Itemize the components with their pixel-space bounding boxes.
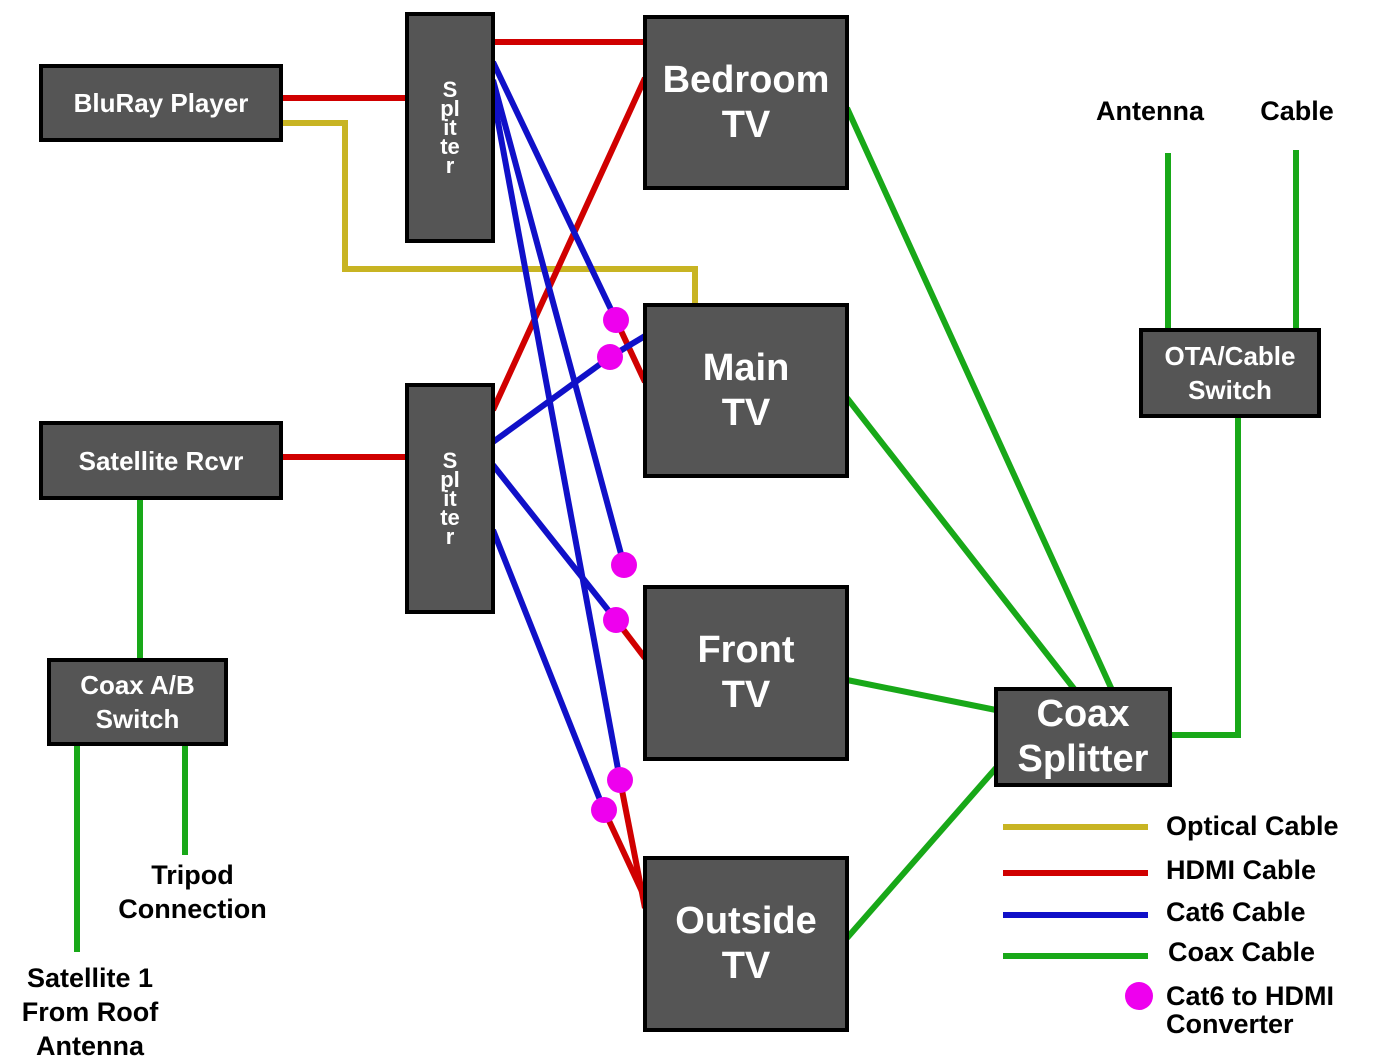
splitter-top-box: Splitter: [405, 12, 495, 243]
converter-icon: [611, 552, 637, 578]
tripod-connection-label: Tripod Connection: [118, 860, 267, 924]
legend-coax-label: Coax Cable: [1168, 937, 1316, 967]
legend-optical-label: Optical Cable: [1166, 811, 1339, 841]
converter-icon: [607, 767, 633, 793]
converter-icon: [603, 607, 629, 633]
coax-splitter-box: Coax Splitter: [994, 687, 1172, 787]
splitter-bottom-label: Splitter: [440, 448, 460, 549]
coax-cables: [74, 106, 1299, 952]
legend-hdmi-label: HDMI Cable: [1166, 855, 1317, 885]
bluray-player-box: BluRay Player: [39, 64, 283, 142]
cable-label: Cable: [1260, 96, 1334, 126]
legend-converter-label: Cat6 to HDMI Converter: [1166, 981, 1334, 1039]
splitter-bottom-box: Splitter: [405, 383, 495, 614]
splitter-top-label: Splitter: [440, 77, 460, 178]
antenna-label: Antenna: [1096, 96, 1204, 126]
ota-cable-switch-box: OTA/Cable Switch: [1139, 328, 1321, 418]
bedroom-tv-box: Bedroom TV: [643, 15, 849, 190]
satellite-roof-label: Satellite 1 From Roof Antenna: [21, 963, 159, 1061]
cat6-cables: [490, 60, 647, 812]
front-tv-box: Front TV: [643, 585, 849, 761]
converter-dots: [591, 307, 637, 823]
main-tv-box: Main TV: [643, 303, 849, 478]
converter-icon: [603, 307, 629, 333]
satellite-receiver-box: Satellite Rcvr: [39, 421, 283, 500]
coax-ab-switch-box: Coax A/B Switch: [47, 658, 228, 746]
converter-icon: [597, 344, 623, 370]
legend-cat6-label: Cat6 Cable: [1166, 897, 1306, 927]
legend-converter-swatch: [1125, 982, 1153, 1010]
optical-cable: [283, 120, 698, 305]
outside-tv-box: Outside TV: [643, 856, 849, 1032]
legend-swatches: [1003, 824, 1153, 1010]
converter-icon: [591, 797, 617, 823]
